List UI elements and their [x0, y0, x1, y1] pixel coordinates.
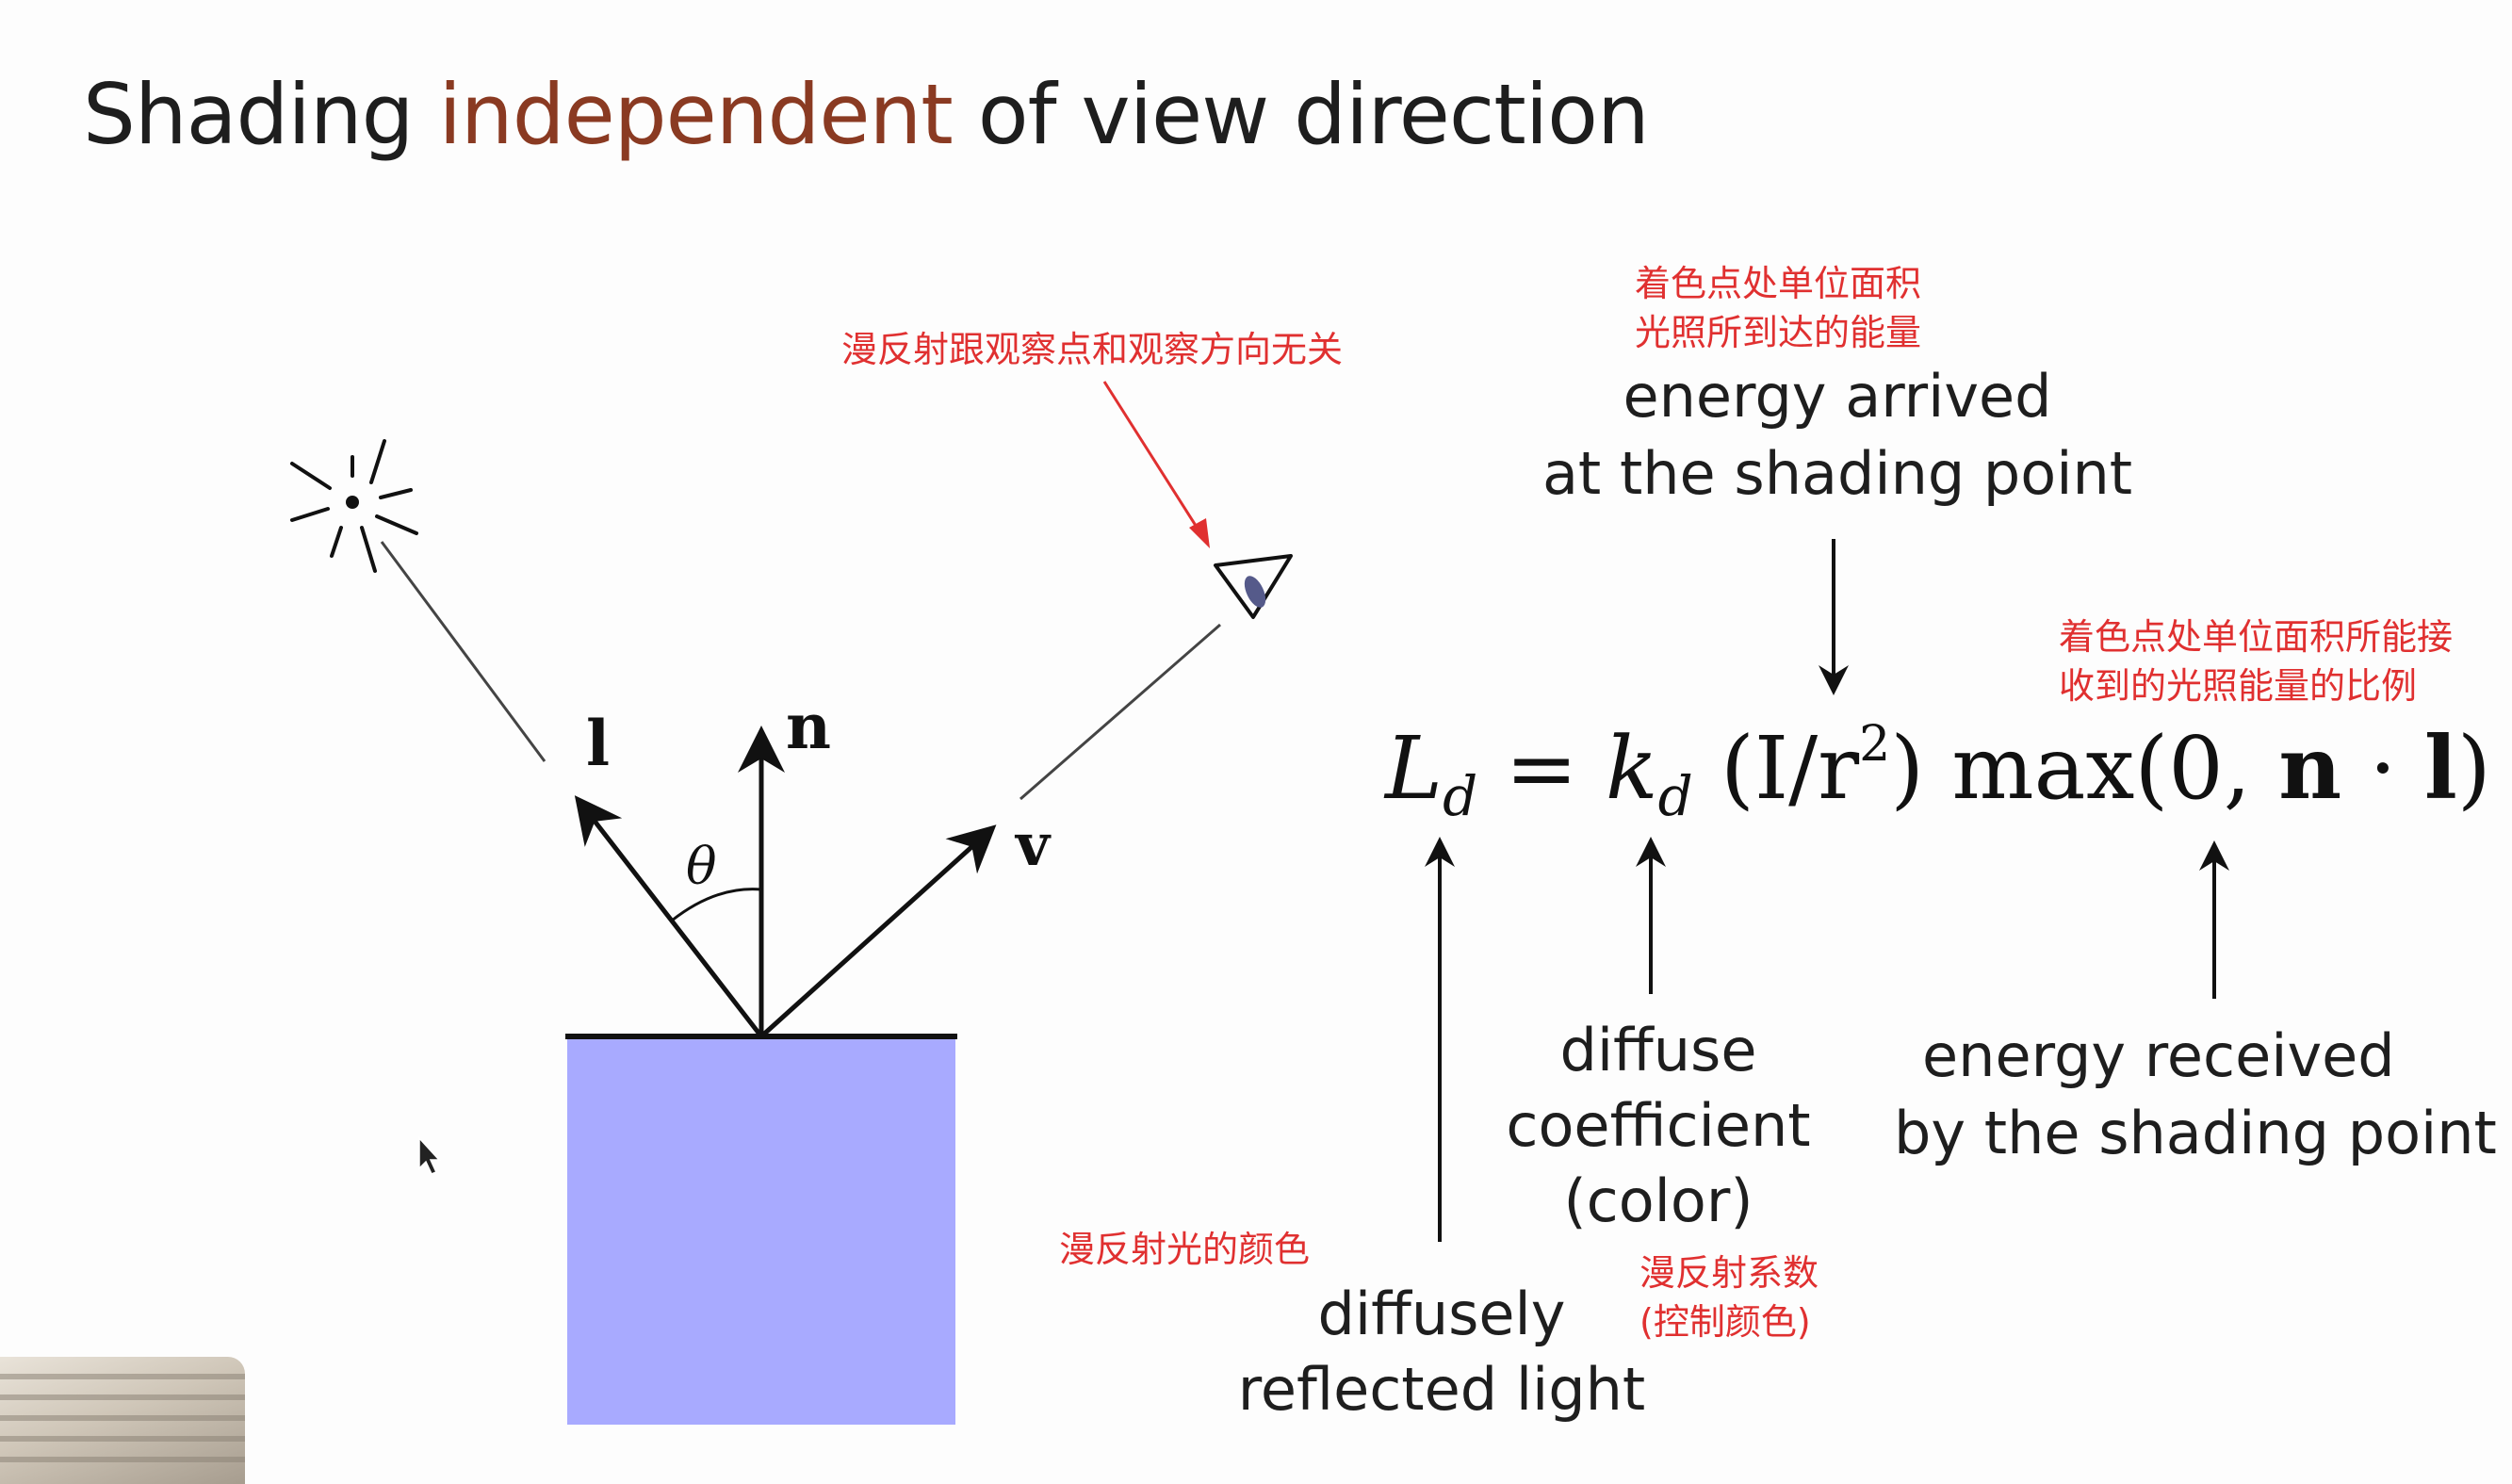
diffuse-formula: Ld = kd (I/r2) max(0, n · l) — [1385, 716, 2491, 828]
annotation-view-independent: 漫反射跟观察点和观察方向无关 — [841, 329, 1344, 370]
formula-end: ) — [2456, 718, 2491, 819]
formula-n: n — [2278, 717, 2342, 819]
annotation-coefficient-line1: 漫反射系数 — [1639, 1252, 1819, 1294]
webcam-overlay — [0, 1357, 245, 1484]
label-energy-received-line1: energy received — [1922, 1021, 2395, 1090]
label-coefficient-line3: (color) — [1563, 1166, 1754, 1235]
title-highlight: independent — [438, 66, 953, 163]
label-diffuse-coefficient: diffuse coefficient (color) — [1470, 1013, 1847, 1239]
theta-arc — [671, 888, 762, 922]
label-coefficient-line1: diffuse — [1559, 1016, 1757, 1084]
label-energy-arrived-line1: energy arrived — [1623, 362, 2052, 431]
formula-k-sub: d — [1657, 764, 1693, 828]
label-energy-received-line2: by the shading point — [1894, 1099, 2497, 1167]
surface-block — [567, 1036, 955, 1425]
formula-open: (I/r — [1692, 718, 1860, 819]
annotation-energy-received-line2: 收到的光照能量的比例 — [2059, 665, 2418, 707]
vector-n-label: n — [786, 690, 831, 763]
annotation-energy-received: 着色点处单位面积所能接 收到的光照能量的比例 — [2059, 612, 2453, 710]
label-diffusely-line1: diffusely — [1317, 1280, 1566, 1348]
formula-l: l — [2423, 717, 2457, 819]
eye-icon — [1214, 554, 1293, 619]
annotation-energy-received-line1: 着色点处单位面积所能接 — [2059, 616, 2454, 658]
vector-v-arrow — [759, 824, 997, 1038]
formula-close: ) max(0, — [1890, 718, 2279, 819]
vector-l-label: l — [586, 707, 610, 780]
annotation-arrowhead — [1189, 518, 1210, 548]
annotation-arrow — [1102, 381, 1206, 540]
view-ray — [1019, 623, 1221, 801]
formula-L: L — [1385, 718, 1444, 819]
formula-dot: · — [2341, 718, 2424, 819]
label-energy-received: energy received by the shading point — [1894, 1018, 2512, 1172]
vector-l-arrow — [574, 795, 763, 1038]
title-suffix: of view direction — [952, 66, 1650, 163]
formula-exp: 2 — [1859, 716, 1891, 773]
annotation-coefficient-line2: (控制颜色) — [1639, 1301, 1811, 1343]
formula-k: k — [1605, 718, 1658, 819]
light-source-icon — [290, 439, 418, 573]
annotation-energy-arrived-line1: 着色点处单位面积 — [1635, 263, 1922, 304]
annotation-coefficient: 漫反射系数 (控制颜色) — [1639, 1248, 1819, 1346]
cursor-icon — [418, 1136, 441, 1175]
formula-equals: = — [1477, 718, 1606, 819]
label-energy-arrived-line2: at the shading point — [1541, 439, 2133, 508]
label-diffusely-reflected: diffusely reflected light — [1206, 1277, 1677, 1427]
theta-label: θ — [686, 837, 717, 896]
vector-v-label: v — [1014, 810, 1052, 879]
label-diffusely-line2: reflected light — [1237, 1355, 1646, 1424]
annotation-energy-arrived-line2: 光照所到达的能量 — [1635, 312, 1922, 353]
light-ray — [380, 541, 546, 762]
label-coefficient-line2: coefficient — [1506, 1091, 1811, 1160]
title-prefix: Shading — [83, 66, 439, 163]
annotation-reflected-color: 漫反射光的颜色 — [1059, 1229, 1311, 1270]
annotation-energy-arrived: 着色点处单位面积 光照所到达的能量 — [1635, 259, 1921, 357]
label-energy-arrived: energy arrived at the shading point — [1508, 358, 2167, 513]
formula-L-sub: d — [1443, 764, 1478, 828]
slide-title: Shading independent of view direction — [83, 66, 1650, 163]
